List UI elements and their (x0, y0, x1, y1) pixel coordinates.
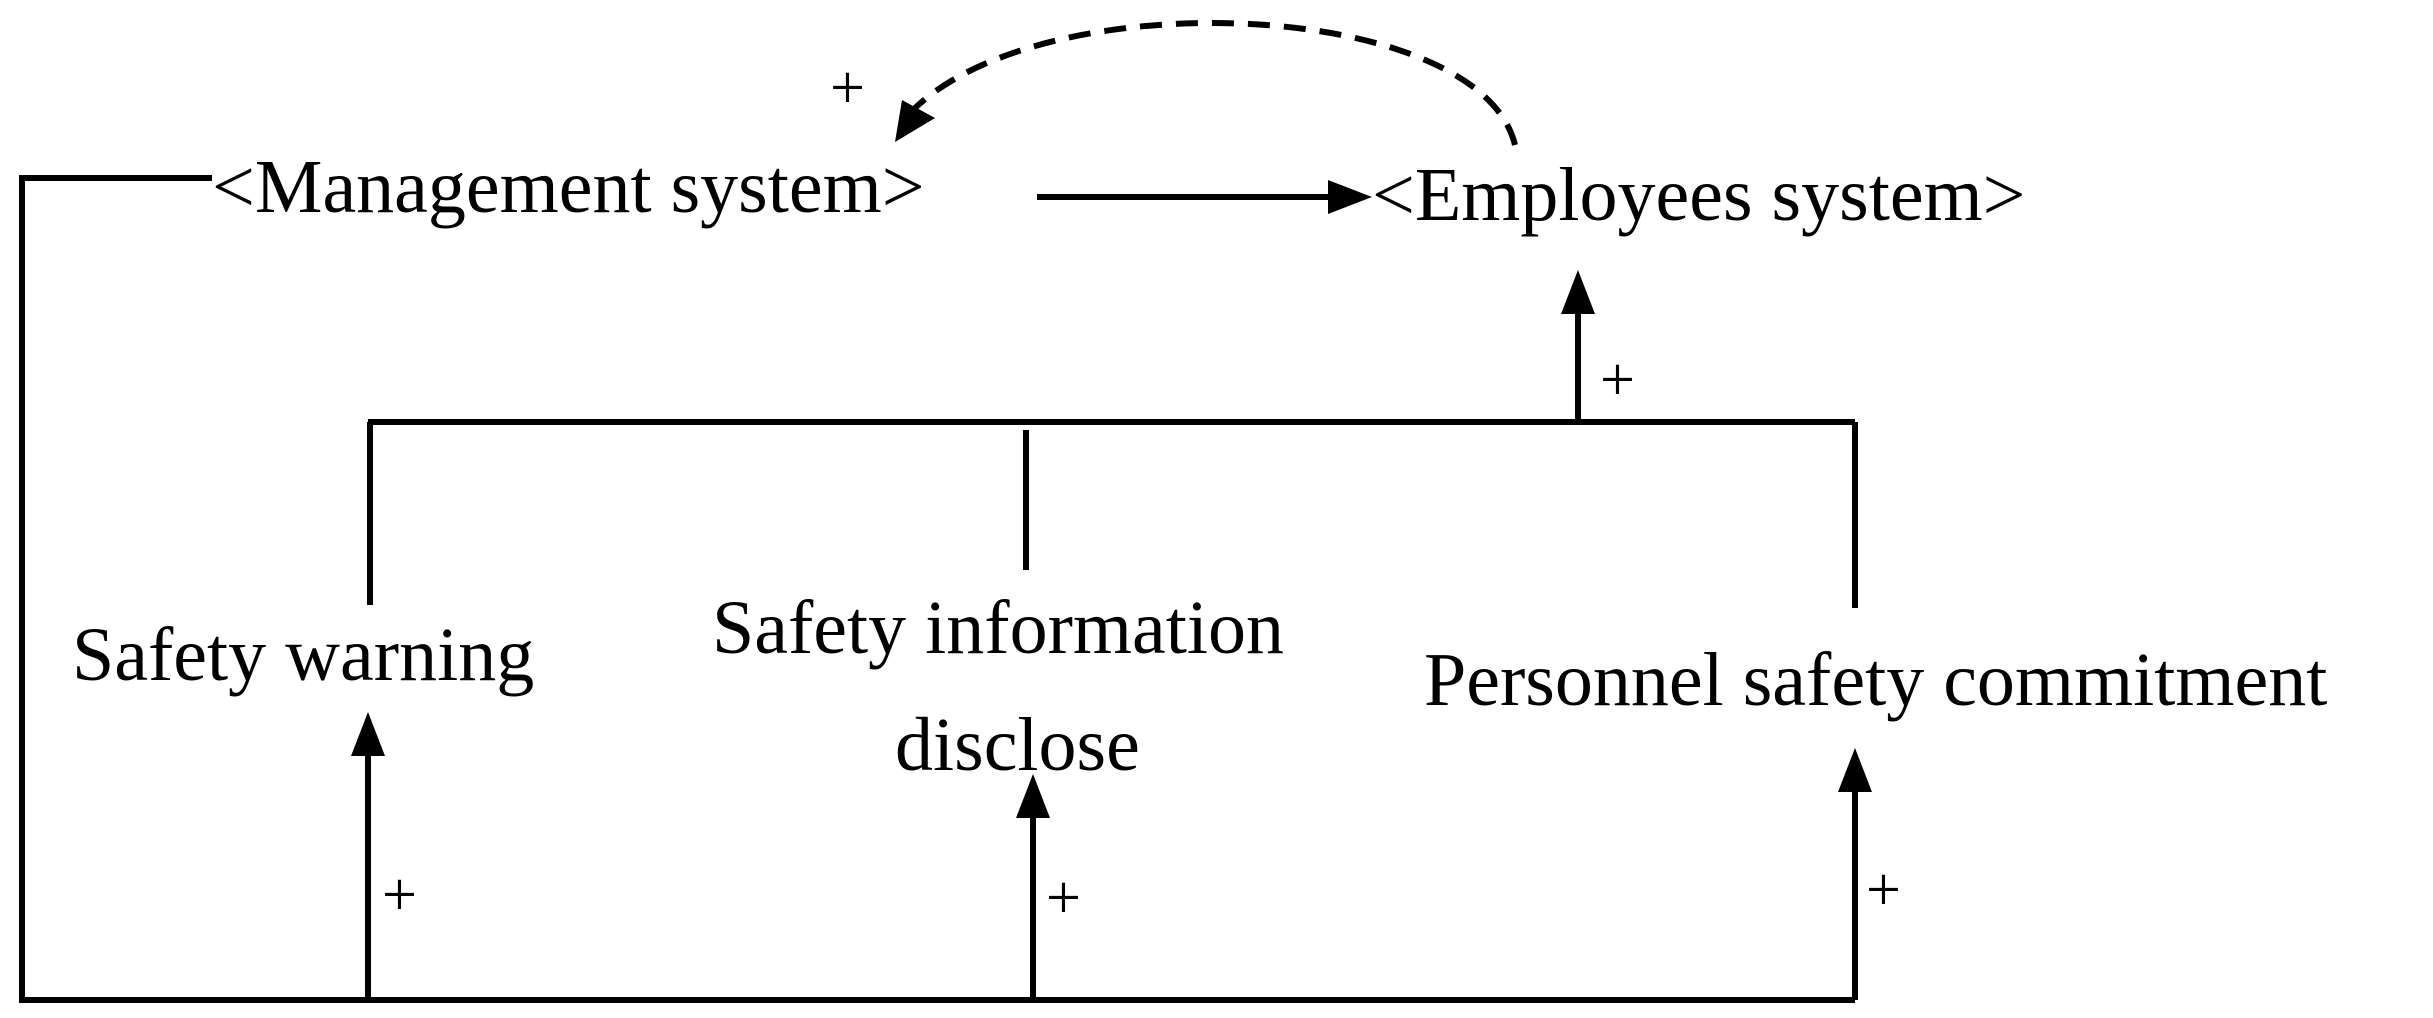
node-employees-system: <Employees system> (1372, 153, 2026, 237)
polarity-practices-to-employees: + (1600, 346, 1635, 414)
polarity-feedback: + (830, 54, 865, 122)
polarity-safety-information: + (1046, 864, 1081, 932)
arrowhead-safety-warning (351, 712, 385, 756)
arrowhead-personnel-commitment (1838, 748, 1872, 792)
feedback-arrowhead (895, 100, 935, 142)
management-outer-loop (19, 175, 1855, 1003)
feedback-dashed-arc (912, 20, 1518, 146)
arrowhead-management-to-employees (1328, 180, 1372, 214)
node-personnel-safety-commitment: Personnel safety commitment (1424, 638, 2327, 722)
node-safety-warning: Safety warning (72, 613, 534, 697)
node-safety-information: Safety information (712, 586, 1284, 670)
polarity-personnel-commitment: + (1866, 856, 1901, 924)
arrowhead-practices-to-employees (1561, 270, 1595, 314)
polarity-safety-warning: + (382, 861, 417, 929)
node-safety-information-line2: disclose (895, 703, 1140, 787)
node-management-system: <Management system> (212, 145, 925, 229)
arrowhead-safety-information (1016, 774, 1050, 818)
